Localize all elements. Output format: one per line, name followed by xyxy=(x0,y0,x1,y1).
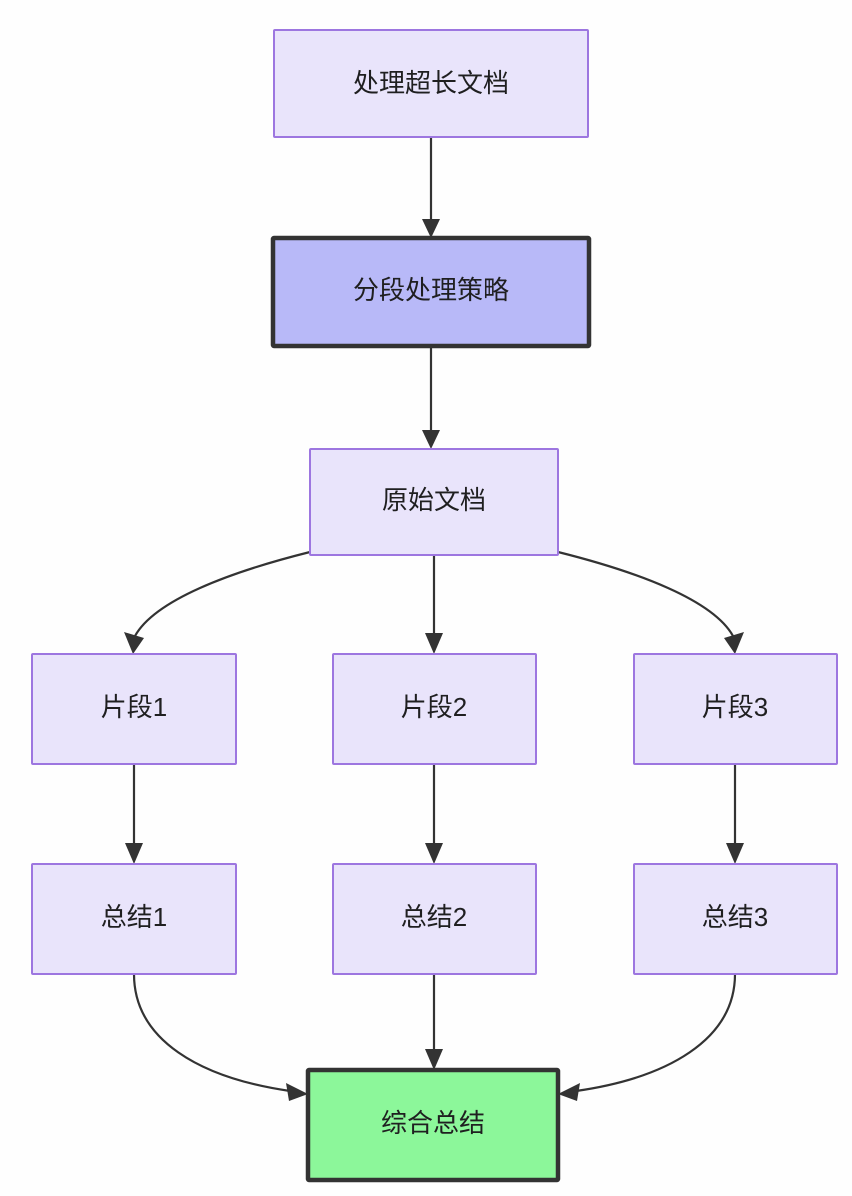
node-chunk-1-box[interactable] xyxy=(31,653,237,765)
node-chunking-strategy-label: 分段处理策略 xyxy=(353,275,509,305)
node-final-summary[interactable]: 综合总结 xyxy=(305,1067,561,1183)
node-summary-3[interactable]: 总结3 xyxy=(633,863,838,975)
node-chunking-strategy[interactable]: 分段处理策略 xyxy=(270,235,592,349)
node-process-long-document-label: 处理超长文档 xyxy=(353,68,509,98)
node-source-document-box[interactable] xyxy=(309,448,559,556)
edge-strategy-to-source xyxy=(422,346,440,449)
edge-source-to-chunk1 xyxy=(124,550,311,654)
node-source-document[interactable]: 原始文档 xyxy=(309,448,559,556)
edge-doc-to-strategy xyxy=(422,137,440,238)
edge-source-to-chunk3 xyxy=(557,550,744,654)
node-chunk-2[interactable]: 片段2 xyxy=(332,653,537,765)
node-chunk-2-box[interactable] xyxy=(332,653,537,765)
node-summary-2-box[interactable] xyxy=(332,863,537,975)
node-chunk-2-label: 片段2 xyxy=(401,692,467,722)
edge-source-to-chunk2 xyxy=(425,555,443,654)
node-summary-3-label: 总结3 xyxy=(702,902,768,932)
node-chunking-strategy-box[interactable] xyxy=(270,235,592,349)
node-source-document-label: 原始文档 xyxy=(382,485,486,515)
node-summary-2[interactable]: 总结2 xyxy=(332,863,537,975)
edge-chunk2-to-sum2 xyxy=(425,764,443,864)
node-chunk-1-label: 片段1 xyxy=(101,692,167,722)
edge-layer xyxy=(124,137,744,1101)
node-chunk-3[interactable]: 片段3 xyxy=(633,653,838,765)
edge-sum2-to-final xyxy=(425,974,443,1070)
node-layer: 处理超长文档 分段处理策略 原始文档 片段1 片段2 片段3 xyxy=(31,29,838,1183)
node-summary-2-label: 总结2 xyxy=(401,902,467,932)
node-chunk-3-label: 片段3 xyxy=(702,692,768,722)
node-chunk-3-box[interactable] xyxy=(633,653,838,765)
node-process-long-document[interactable]: 处理超长文档 xyxy=(273,29,589,138)
node-summary-1[interactable]: 总结1 xyxy=(31,863,237,975)
edge-sum1-to-final xyxy=(132,973,308,1101)
node-final-summary-box[interactable] xyxy=(305,1067,561,1183)
node-summary-3-box[interactable] xyxy=(633,863,838,975)
edge-chunk3-to-sum3 xyxy=(726,764,744,864)
node-summary-1-box[interactable] xyxy=(31,863,237,975)
node-final-summary-label: 综合总结 xyxy=(381,1108,485,1138)
edge-chunk1-to-sum1 xyxy=(125,764,143,864)
node-chunk-1[interactable]: 片段1 xyxy=(31,653,237,765)
node-summary-1-label: 总结1 xyxy=(101,902,167,932)
node-process-long-document-box[interactable] xyxy=(273,29,589,138)
edge-sum3-to-final xyxy=(558,973,737,1101)
